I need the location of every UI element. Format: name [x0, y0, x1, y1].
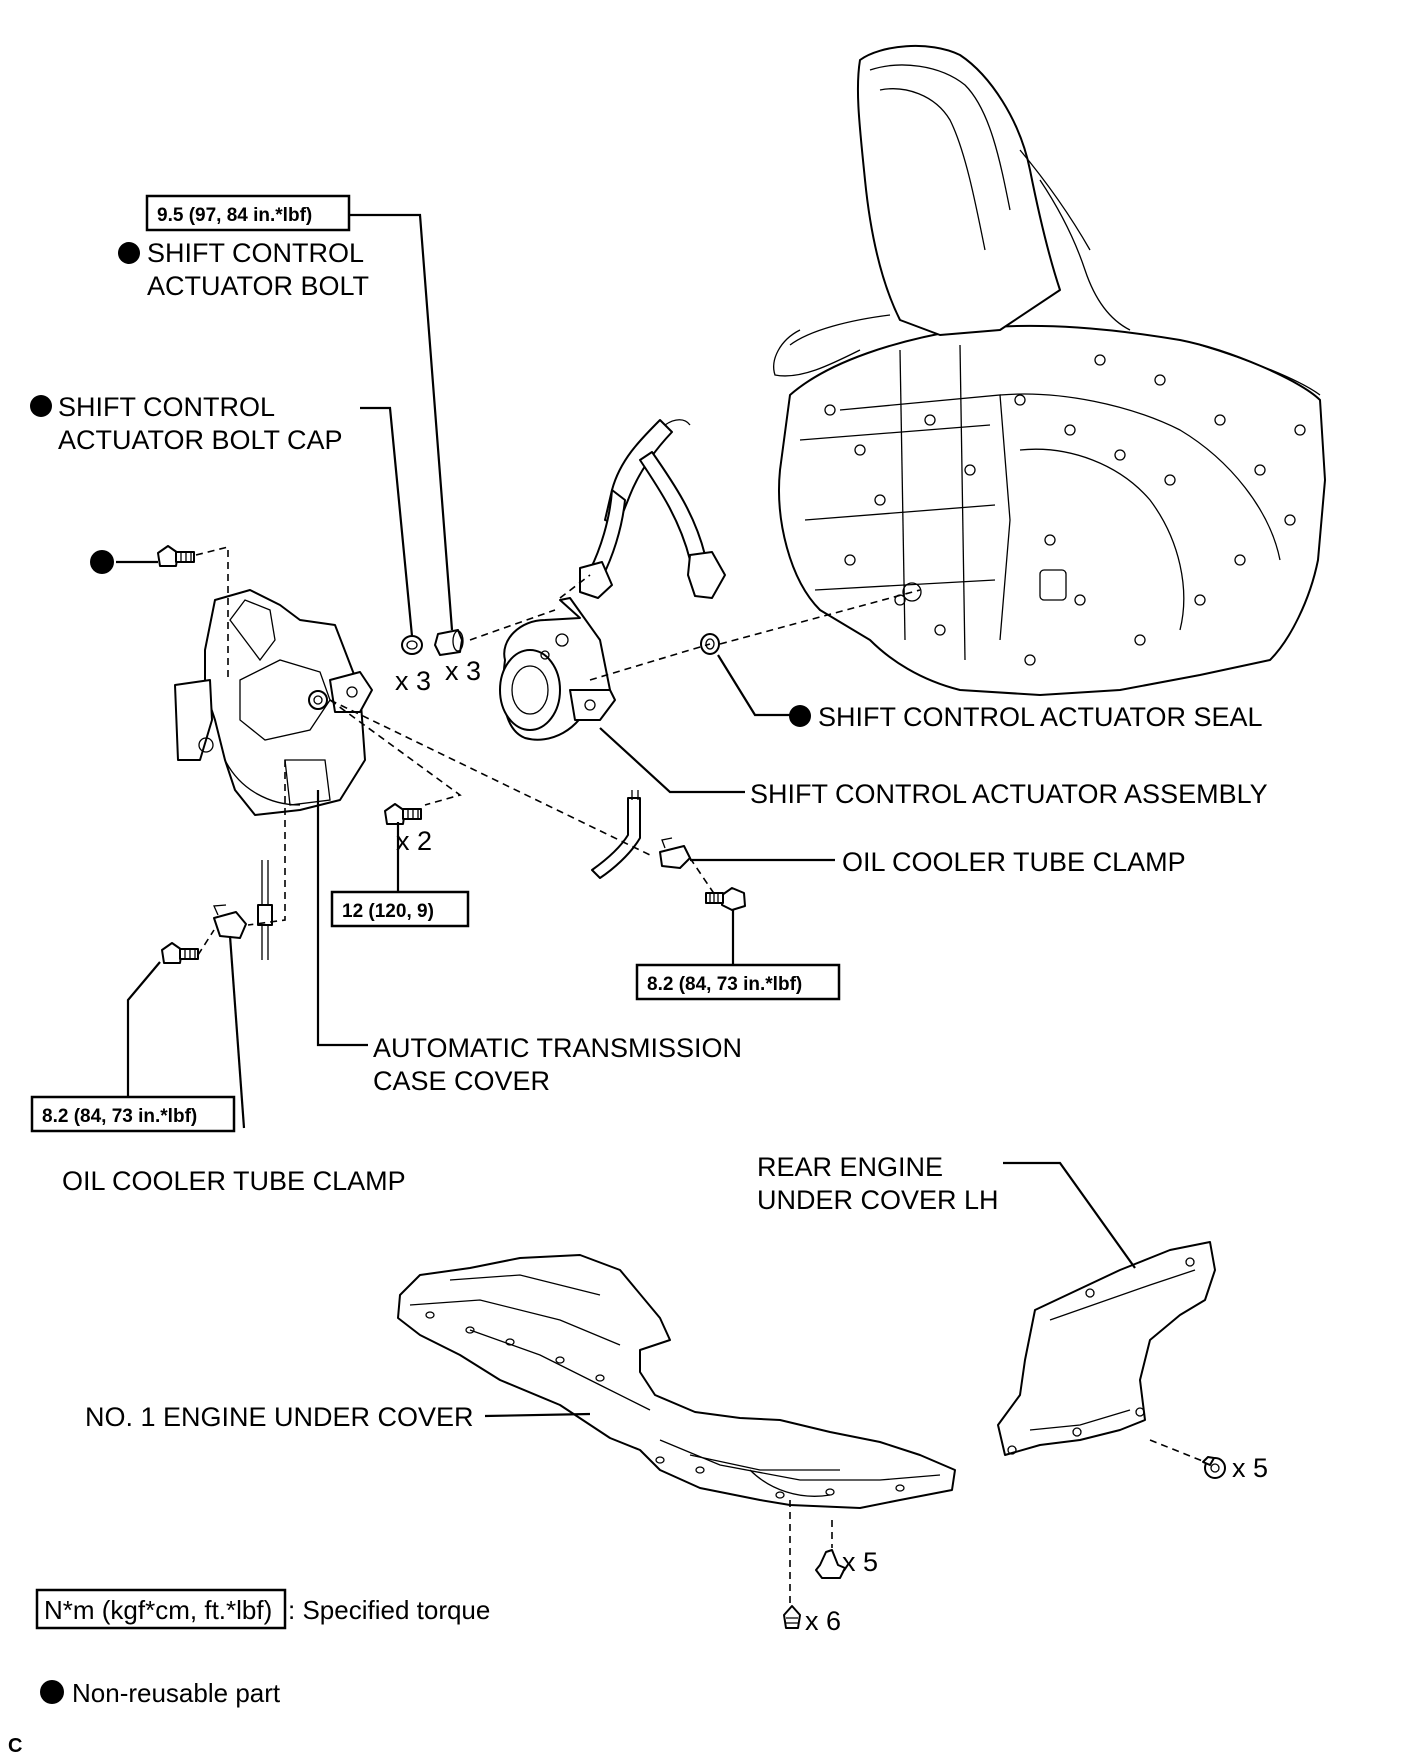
non-reusable-icon-legend — [40, 1680, 64, 1704]
actuator-bolt — [434, 629, 464, 656]
oil-cooler-tube-left — [257, 860, 273, 960]
label-shift-control-actuator-assembly: SHIFT CONTROL ACTUATOR ASSEMBLY — [750, 779, 1268, 809]
qty-bolt-cap: x 3 — [395, 666, 431, 696]
non-reusable-icon-actuator-seal — [789, 705, 811, 727]
torque-actuator-bolt: 9.5 (97, 84 in.*lbf) — [157, 205, 312, 226]
case-cover-bolt — [384, 803, 422, 825]
label-automatic-transmission-case-cover-line1: AUTOMATIC TRANSMISSION — [373, 1033, 742, 1063]
torque-clamp-bolt-right: 8.2 (84, 73 in.*lbf) — [647, 974, 802, 995]
torque-box-clamp-bolt-left: 8.2 (84, 73 in.*lbf) — [30, 1095, 236, 1133]
label-shift-control-actuator-bolt-line1: SHIFT CONTROL — [147, 238, 364, 268]
qty-actuator-bolt: x 3 — [445, 656, 481, 686]
torque-clamp-bolt-left: 8.2 (84, 73 in.*lbf) — [42, 1106, 197, 1127]
label-rear-engine-under-cover-lh-line2: UNDER COVER LH — [757, 1185, 999, 1215]
label-oil-cooler-tube-clamp-left: OIL COOLER TUBE CLAMP — [62, 1166, 406, 1196]
label-shift-control-actuator-bolt-cap-line1: SHIFT CONTROL — [58, 392, 275, 422]
oil-cooler-tube-clamp-left — [213, 904, 247, 939]
qty-under-cover-clip: x 5 — [842, 1547, 878, 1577]
label-rear-engine-under-cover-lh-line1: REAR ENGINE — [757, 1152, 943, 1182]
transaxle-assembly — [773, 45, 1326, 696]
legend-non-reusable: Non-reusable part — [40, 1678, 281, 1708]
label-oil-cooler-tube-clamp-right: OIL COOLER TUBE CLAMP — [842, 847, 1186, 877]
rear-engine-under-cover-lh — [997, 1241, 1216, 1456]
qty-under-cover-screw: x 6 — [805, 1606, 841, 1636]
clamp-bolt-left — [161, 942, 199, 964]
label-shift-control-actuator-bolt-line2: ACTUATOR BOLT — [147, 271, 369, 301]
alignment-lines — [195, 545, 1206, 1604]
non-reusable-icon-bolt-cap — [30, 395, 52, 417]
oil-cooler-tube-clamp-right — [659, 837, 691, 869]
legend-non-reusable-text: Non-reusable part — [72, 1678, 281, 1708]
oil-cooler-tube-right — [591, 790, 641, 879]
under-cover-screw — [783, 1605, 801, 1629]
qty-rear-cover-bolt: x 5 — [1232, 1453, 1268, 1483]
corner-code: C — [8, 1735, 22, 1757]
under-cover-clip — [815, 1549, 846, 1579]
clamp-bolt-right — [705, 887, 746, 911]
torque-case-cover-bolt: 12 (120, 9) — [342, 901, 434, 922]
label-shift-control-actuator-bolt-cap-line2: ACTUATOR BOLT CAP — [58, 425, 343, 455]
torque-box-actuator-bolt: 9.5 (97, 84 in.*lbf) — [145, 194, 351, 232]
label-no1-engine-under-cover: NO. 1 ENGINE UNDER COVER — [85, 1402, 474, 1432]
leader-lines — [126, 213, 1136, 1418]
qty-case-cover-bolt: x 2 — [396, 826, 432, 856]
legend-specified-torque: N*m (kgf*cm, ft.*lbf) : Specified torque — [35, 1588, 490, 1630]
torque-box-case-cover-bolt: 12 (120, 9) — [330, 890, 470, 928]
torque-box-clamp-bolt-right: 8.2 (84, 73 in.*lbf) — [635, 963, 841, 1001]
rear-cover-bolt — [1202, 1456, 1226, 1479]
label-shift-control-actuator-seal: SHIFT CONTROL ACTUATOR SEAL — [818, 702, 1263, 732]
non-reusable-icon-actuator-bolt — [118, 242, 140, 264]
no1-engine-under-cover — [397, 1254, 956, 1509]
non-reusable-icon-case-cover-bolt — [90, 550, 114, 574]
shift-control-actuator-assembly — [499, 419, 726, 741]
actuator-bolt-cap — [401, 635, 423, 655]
label-automatic-transmission-case-cover-line2: CASE COVER — [373, 1066, 550, 1096]
legend-torque-box-text: N*m (kgf*cm, ft.*lbf) — [44, 1595, 272, 1625]
automatic-transmission-case-cover — [174, 589, 373, 816]
case-cover-upper-bolt — [157, 545, 195, 567]
legend-torque-description: : Specified torque — [288, 1595, 490, 1625]
